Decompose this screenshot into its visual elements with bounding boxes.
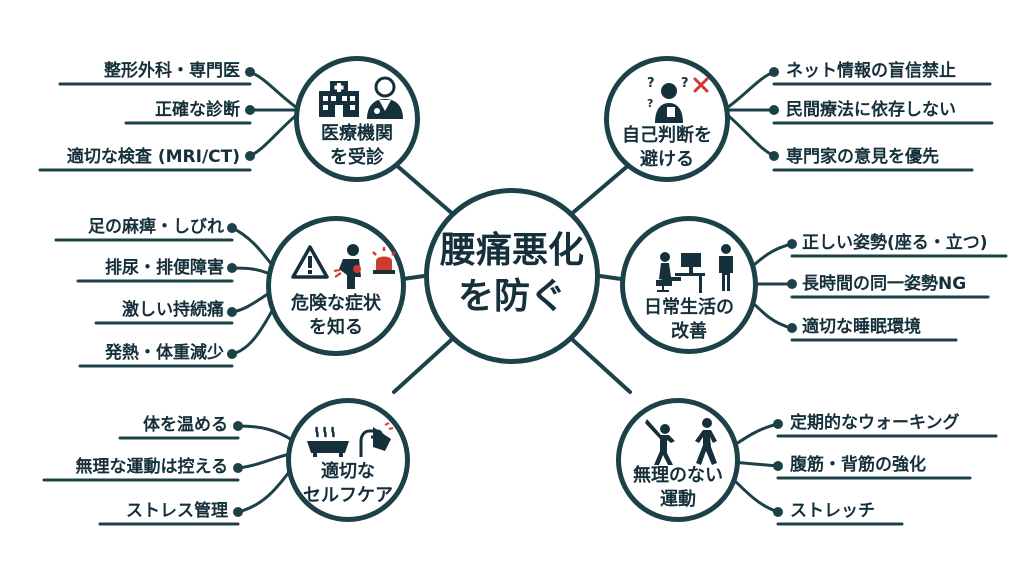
danger-item: 排尿・排便障害 [105,258,224,278]
node-exercise-title-line1: 無理のない [633,465,723,486]
node-medical-title-line2: を受診 [330,147,384,168]
node-danger-title-line2: を知る [309,317,363,338]
avoid-item: ネット情報の盲信禁止 [786,61,956,81]
selfcare-item: ストレス管理 [126,501,228,521]
bathtub-icon [307,426,349,457]
node-avoid-title-line1: 自己判断を [622,125,712,146]
node-avoid-title-line2: 避ける [640,149,694,170]
desk-worker-icon [656,252,705,293]
node-daily-title-line2: 改善 [671,321,707,342]
exercise-item: ストレッチ [790,501,875,521]
node-avoid: ? ? ? 自己判断を 避ける [604,56,730,182]
node-selfcare: 適切な セルフケア [286,398,410,522]
danger-item: 発熱・体重減少 [105,343,224,363]
node-exercise: 無理のない 運動 [616,398,740,522]
alarm-light-icon [372,247,396,274]
daily-item: 長時間の同一姿勢NG [802,274,967,294]
medical-item: 正確な診断 [155,100,240,120]
daily-item: 正しい姿勢(座る・立つ) [802,233,988,253]
node-selfcare-title-line2: セルフケア [303,485,393,506]
node-daily-title-line1: 日常生活の [644,297,734,318]
node-danger-title-line1: 危険な症状 [291,293,381,314]
node-danger: 危険な症状 を知る [266,216,406,356]
node-medical-title-line1: 医療機関 [321,123,393,144]
center-title-line2: を防ぐ [457,276,566,317]
svg-text:?: ? [647,97,653,110]
node-exercise-title-line2: 運動 [660,489,696,510]
stretching-person-icon [645,419,675,465]
danger-item: 激しい持続痛 [122,300,224,320]
danger-item: 足の麻痺・しびれ [88,217,224,237]
selfcare-item: 無理な運動は控える [75,457,229,477]
massage-hand-icon [359,422,394,457]
x-mark-icon [693,77,709,93]
back-pain-person-icon [333,244,361,289]
svg-text:?: ? [681,76,689,91]
node-selfcare-title-line1: 適切な [321,461,375,482]
confused-person-icon: ? ? ? [647,76,689,123]
hospital-icon [319,81,359,117]
medical-item: 適切な検査 (MRI/CT) [66,147,240,167]
exercise-item: 腹筋・背筋の強化 [790,455,926,475]
node-daily: 日常生活の 改善 [620,216,758,354]
selfcare-item: 体を温める [143,415,228,435]
avoid-item: 専門家の意見を優先 [786,147,939,167]
svg-text:?: ? [647,76,655,91]
daily-item: 適切な睡眠環境 [802,317,921,337]
medical-item: 整形外科・専門医 [104,61,240,81]
node-medical: 医療機関 を受診 [294,56,420,182]
doctor-icon [367,76,403,119]
center-hub: 腰痛悪化 を防ぐ [424,188,600,364]
exercise-item: 定期的なウォーキング [790,413,960,433]
avoid-item: 民間療法に依存しない [786,100,956,120]
walking-person-icon [695,418,717,465]
standing-person-icon [719,244,733,291]
center-title-line1: 腰痛悪化 [439,230,584,271]
warning-icon [291,245,329,279]
